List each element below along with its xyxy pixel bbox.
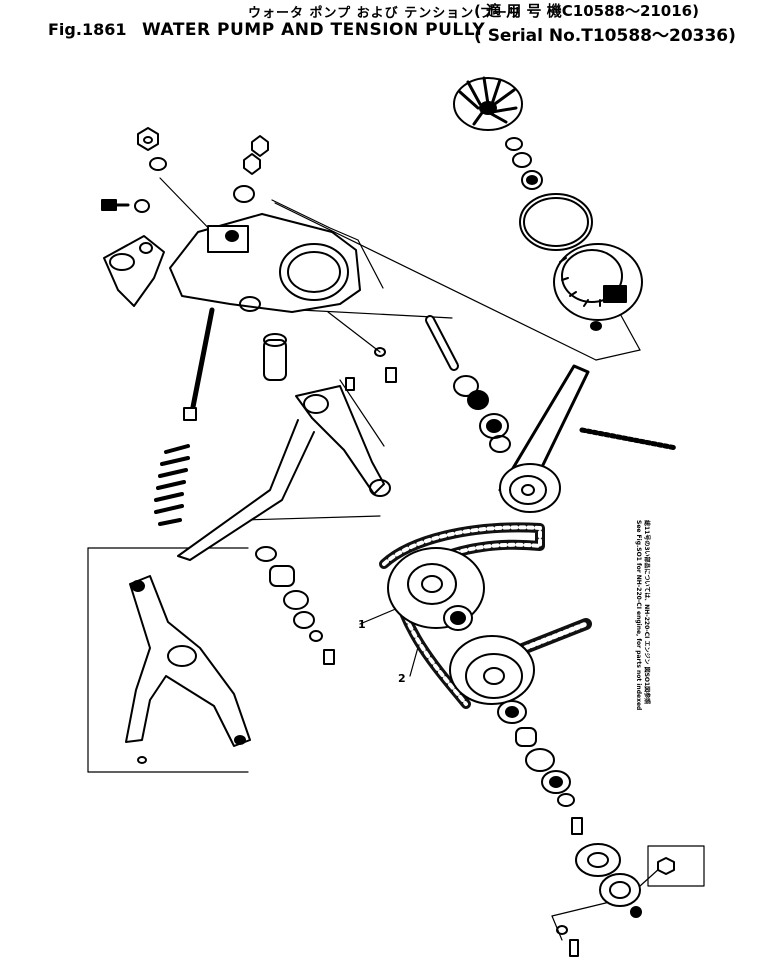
shaft [425,315,459,371]
v-belt-large [379,522,592,709]
bracket-left [103,235,165,307]
serial-applicability: ( 適 用 号 機C10588～21016) ( Serial No.T1058… [474,0,736,46]
bearing-lower [443,605,473,631]
callout-2: 2 [398,672,406,685]
bottom-bolts [556,925,579,957]
fan-belt-small [498,364,679,502]
pump-housing-plate [169,213,361,313]
bearings-right [453,375,511,453]
title-japanese: ウォータ ポンプ および テンション プーリ [248,6,522,21]
leader-lines [87,177,661,941]
o-ring [519,193,593,251]
serial-en: ( Serial No.T10588～20336) [474,26,736,46]
crank-pulley [449,635,535,705]
side-note-en: See Fig.SO1 for NH-220-CI engine, for pa… [635,520,642,711]
pivot-pin [263,333,287,381]
spacers-middle [255,546,335,665]
idler-bracket [125,575,251,764]
bolt-small-left [101,199,150,213]
title-english: WATER PUMP AND TENSION PULLY [142,20,486,40]
end-cover [575,843,642,918]
long-bolt [183,307,215,421]
nuts-top [137,127,269,203]
side-note: 総11号の3い部品については、NH-220-CI エンジン 図SO1図参照 Se… [634,520,656,780]
serial-jp: ( 適 用 号 機C10588～21016) [474,2,699,20]
pump-pulley [553,243,643,331]
lower-stack [497,700,583,835]
callout-1: 1 [358,618,366,631]
side-note-jp: 総11号の3い部品については、NH-220-CI エンジン 図SO1図参照 [643,520,650,705]
inset-box [647,845,705,887]
tension-arm [177,385,391,561]
tension-spring [154,444,190,526]
figure-number: Fig.1861 [48,20,127,39]
side-note-text: 総11号の3い部品については、NH-220-CI エンジン 図SO1図参照 Se… [634,520,650,710]
fan-pulley-small [499,463,561,513]
small-bolts-mid [345,347,397,391]
impeller [453,76,523,131]
washers-top [505,137,543,190]
